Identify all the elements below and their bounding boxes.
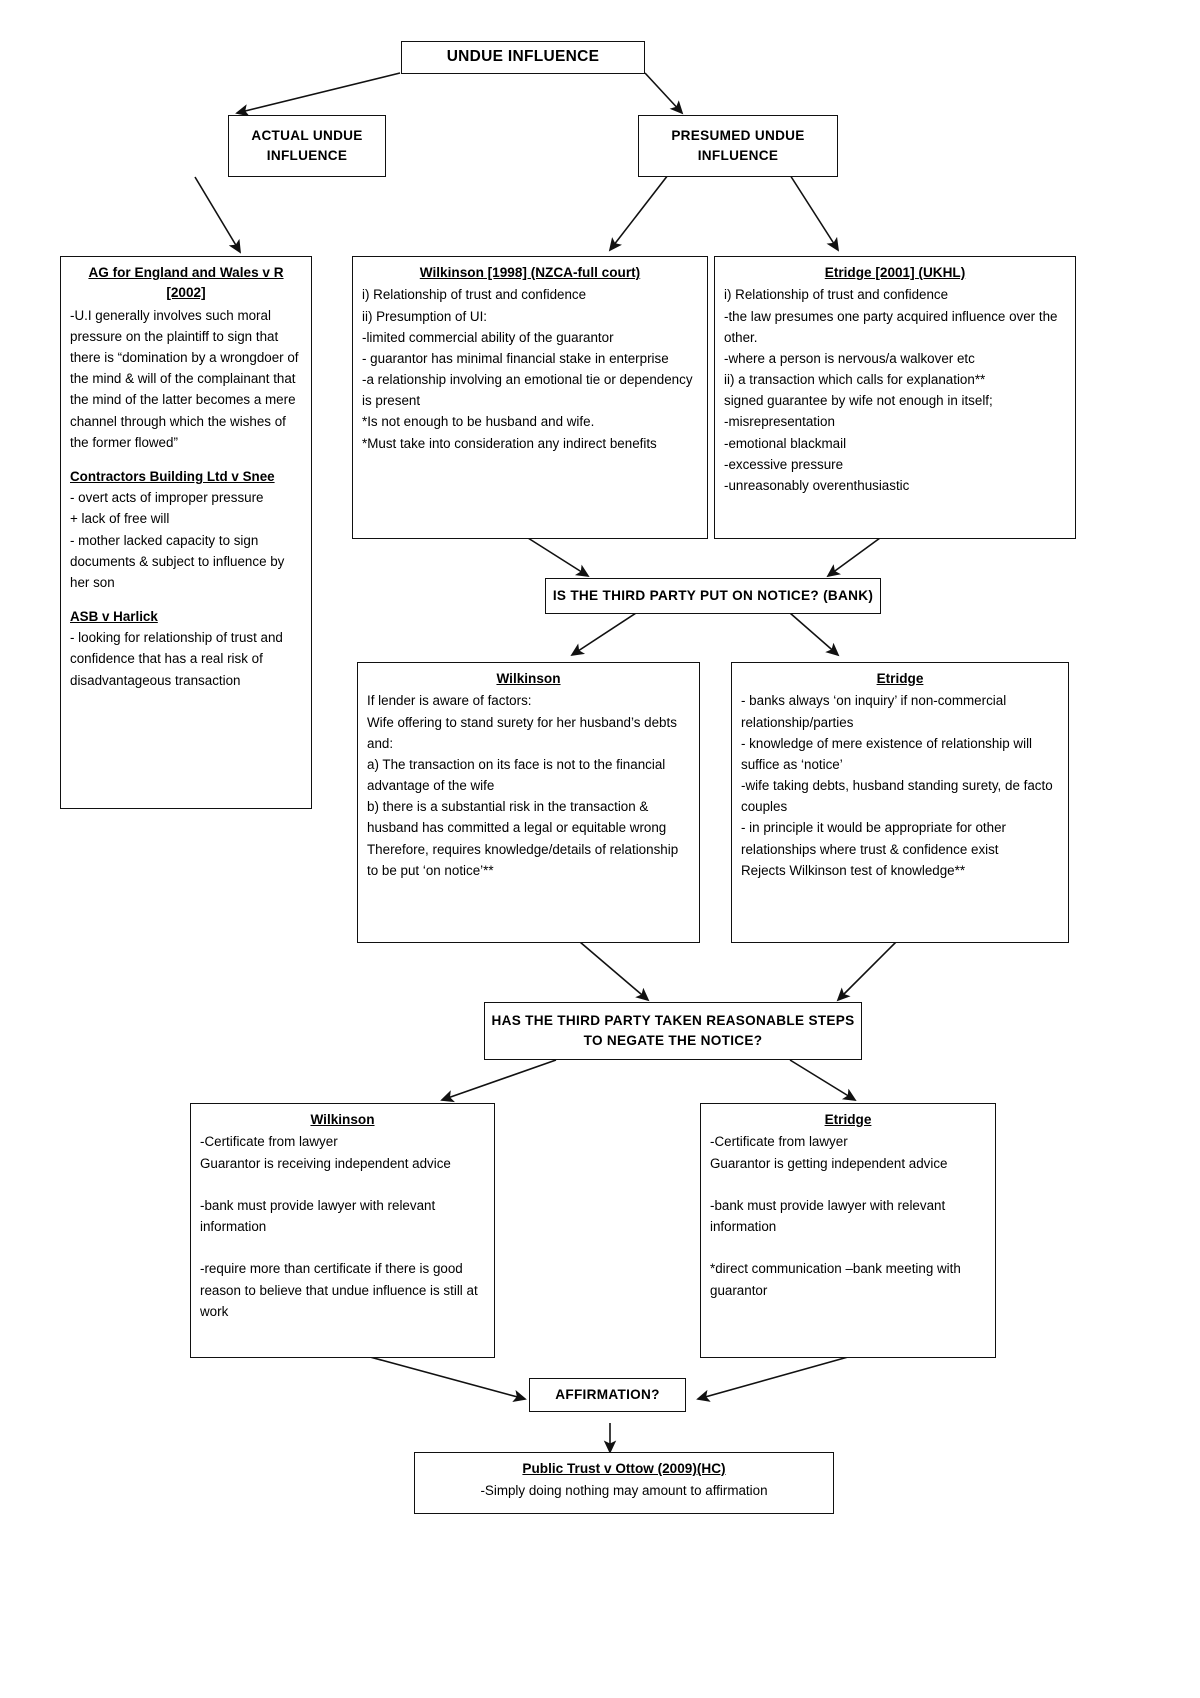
edge-root-to-actual [235,72,401,117]
edge-actual-to-ag [194,176,241,254]
node-undue-influence-label: UNDUE INFLUENCE [446,48,600,66]
node-etridge-notice[interactable]: Etridge - banks always ‘on inquiry’ if n… [731,662,1069,943]
node-public-trust-title: Public Trust v Ottow (2009)(HC) [522,1461,726,1476]
node-wilkinson-1998[interactable]: Wilkinson [1998] (NZCA-full court) i) Re… [352,256,708,539]
node-ag-england-wales[interactable]: AG for England and Wales v R [2002] -U.I… [60,256,312,809]
edge-etridge-steps-to-affirmation [696,1356,849,1402]
node-actual-undue-influence-label: ACTUAL UNDUE INFLUENCE [251,128,363,163]
node-undue-influence[interactable]: UNDUE INFLUENCE [401,41,645,74]
node-ag-sub1-title: Contractors Building Ltd v Snee [70,468,275,484]
node-ag-body: -U.I generally involves such moral press… [70,307,299,450]
node-ag-sub1-body: - overt acts of improper pressure + lack… [70,490,285,590]
node-etridge-notice-body: - banks always ‘on inquiry’ if non-comme… [741,693,1053,878]
node-presumed-undue-influence-label: PRESUMED UNDUE INFLUENCE [671,128,805,163]
node-reasonable-steps-question[interactable]: HAS THE THIRD PARTY TAKEN REASONABLE STE… [484,1002,862,1060]
node-reasonable-steps-question-label: HAS THE THIRD PARTY TAKEN REASONABLE STE… [491,1013,855,1048]
node-wilkinson-notice-body: If lender is aware of factors: Wife offe… [367,693,679,878]
ag-spacer-1 [70,453,302,466]
edge-presumed-to-wilkinson [608,174,669,252]
node-presumed-undue-influence[interactable]: PRESUMED UNDUE INFLUENCE [638,115,838,177]
edge-presumed-to-etridge [789,174,840,252]
node-affirmation[interactable]: AFFIRMATION? [529,1378,686,1412]
node-etridge-steps-body: -Certificate from lawyer Guarantor is ge… [710,1134,961,1298]
node-ag-sub2-title: ASB v Harlick [70,609,158,625]
node-ag-title: AG for England and Wales v R [2002] [70,263,302,304]
node-wilkinson-1998-title: Wilkinson [1998] (NZCA-full court) [419,265,641,280]
node-wilkinson-steps-title: Wilkinson [310,1112,375,1127]
edge-steps-to-wilkinson-steps [440,1059,557,1103]
edge-wilkinson-notice-to-steps [579,941,650,1002]
node-public-trust-ottow[interactable]: Public Trust v Ottow (2009)(HC) -Simply … [414,1452,834,1514]
edge-notice-to-wilkinson-notice [570,612,637,657]
edge-notice-to-etridge-notice [789,612,840,657]
edge-etridge-notice-to-steps [836,941,897,1002]
node-actual-undue-influence[interactable]: ACTUAL UNDUE INFLUENCE [228,115,386,177]
edge-wilkinson-steps-to-affirmation [369,1356,527,1403]
node-wilkinson-steps-body: -Certificate from lawyer Guarantor is re… [200,1134,478,1319]
node-etridge-steps-title: Etridge [824,1112,872,1127]
edge-wilkinson-to-notice [527,537,590,578]
edge-root-to-presumed [644,72,684,115]
node-etridge-notice-title: Etridge [876,671,924,686]
node-etridge-2001-body: i) Relationship of trust and confidence … [724,287,1058,493]
node-wilkinson-notice[interactable]: Wilkinson If lender is aware of factors:… [357,662,700,943]
node-public-trust-body: -Simply doing nothing may amount to affi… [480,1483,768,1499]
node-etridge-2001[interactable]: Etridge [2001] (UKHL) i) Relationship of… [714,256,1076,539]
node-ag-title-line1: AG for England and Wales v R [88,265,284,280]
node-affirmation-label: AFFIRMATION? [555,1387,660,1403]
node-notice-question[interactable]: IS THE THIRD PARTY PUT ON NOTICE? (BANK) [545,578,881,614]
node-etridge-2001-title: Etridge [2001] (UKHL) [824,265,966,280]
node-ag-title-line2: [2002] [166,285,206,301]
node-ag-sub2-body: - looking for relationship of trust and … [70,630,283,688]
node-etridge-steps[interactable]: Etridge -Certificate from lawyer Guarant… [700,1103,996,1358]
node-wilkinson-notice-title: Wilkinson [496,671,561,686]
edge-etridge-to-notice [826,537,881,578]
edge-steps-to-etridge-steps [789,1059,857,1102]
node-wilkinson-1998-body: i) Relationship of trust and confidence … [362,287,693,451]
ag-spacer-2 [70,593,302,606]
node-wilkinson-steps[interactable]: Wilkinson -Certificate from lawyer Guara… [190,1103,495,1358]
node-notice-question-label: IS THE THIRD PARTY PUT ON NOTICE? (BANK) [552,588,874,604]
